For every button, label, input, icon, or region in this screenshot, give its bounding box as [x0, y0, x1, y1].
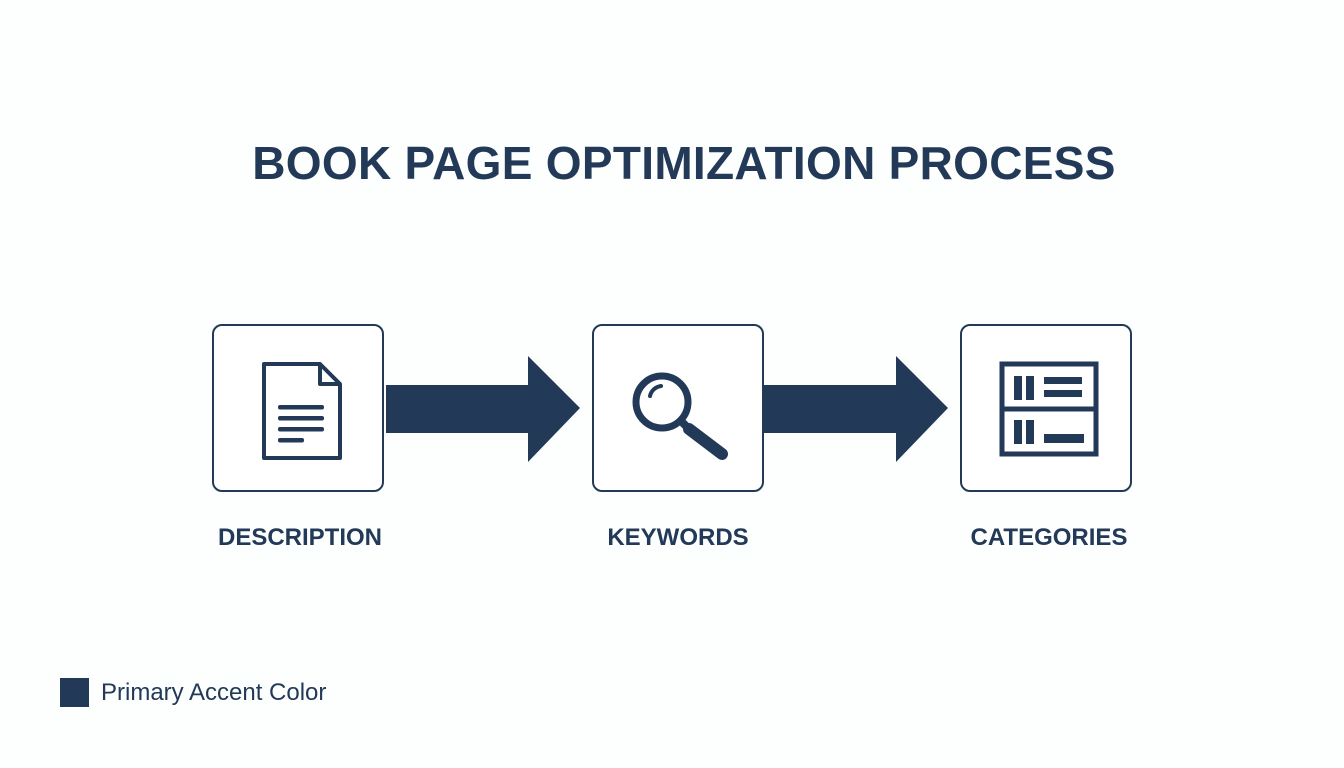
step-description-label: DESCRIPTION	[217, 524, 382, 551]
document-icon	[262, 362, 342, 460]
arrow-keywords-to-categories	[764, 356, 948, 462]
category-grid-icon	[999, 361, 1099, 457]
step-keywords-box	[592, 324, 764, 492]
magnifier-icon	[632, 372, 728, 460]
legend-label: Primary Accent Color	[101, 679, 327, 706]
arrow-shape	[386, 356, 580, 462]
step-categories-label: CATEGORIES	[970, 524, 1128, 551]
step-categories-box	[960, 324, 1132, 492]
arrow-shape	[764, 356, 948, 462]
diagram-title: BOOK PAGE OPTIMIZATION PROCESS	[252, 137, 1116, 189]
legend-swatch	[60, 678, 89, 707]
step-keywords-label: KEYWORDS	[607, 524, 749, 551]
arrow-description-to-keywords	[386, 356, 580, 462]
step-description-box	[212, 324, 384, 492]
